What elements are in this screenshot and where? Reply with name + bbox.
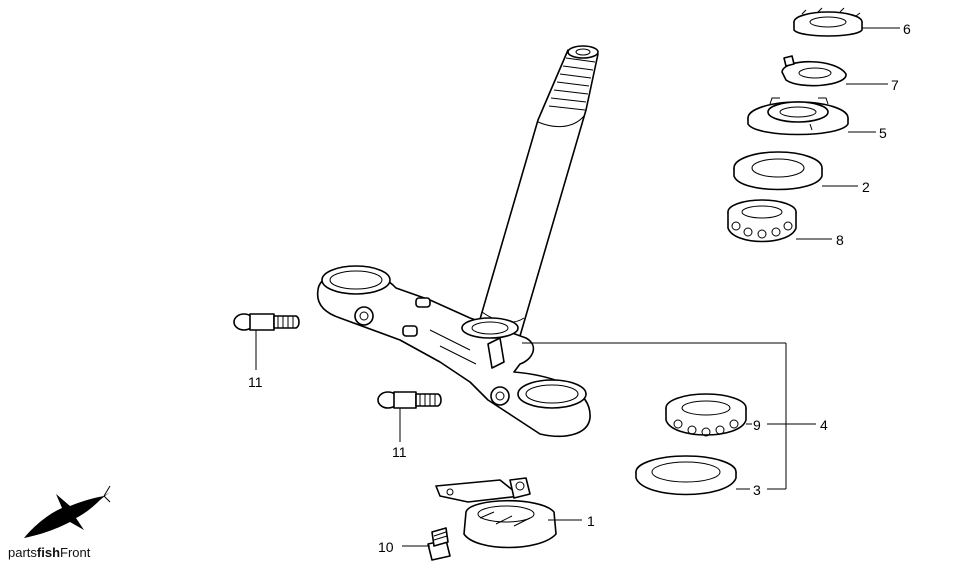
callout-9: 9 xyxy=(753,417,761,433)
steering-stem-assembly xyxy=(316,45,599,438)
lower-ball-bearing-9 xyxy=(665,393,747,437)
callout-10: 10 xyxy=(378,539,394,555)
upper-bearing-race-2 xyxy=(733,151,823,191)
callout-4: 4 xyxy=(820,417,828,433)
adjusting-nut-5 xyxy=(747,97,849,136)
swordfish-logo-icon xyxy=(24,485,111,538)
callout-11-lower: 11 xyxy=(392,444,407,460)
leader-lines xyxy=(255,27,900,547)
lock-washer-7 xyxy=(781,55,847,87)
lock-nut-6 xyxy=(793,7,863,37)
callout-5: 5 xyxy=(879,125,887,141)
callout-8: 8 xyxy=(836,232,844,248)
brake-hose-bracket-1 xyxy=(435,477,557,549)
brand-prefix: parts xyxy=(8,545,37,560)
callout-1: 1 xyxy=(587,513,595,529)
lower-bearing-race-3 xyxy=(635,455,737,496)
callout-3: 3 xyxy=(753,482,761,498)
brand-suffix: Front xyxy=(60,545,91,560)
callout-6: 6 xyxy=(903,21,911,37)
flange-bolt-11-upper xyxy=(233,313,300,331)
flange-bolt-10 xyxy=(427,527,451,561)
upper-ball-bearing-8 xyxy=(727,199,797,243)
callout-2: 2 xyxy=(862,179,870,195)
brand-footer: partsfishFront xyxy=(8,545,90,560)
callout-11-upper: 11 xyxy=(248,374,263,390)
brand-bold: fish xyxy=(36,545,61,560)
callout-7: 7 xyxy=(891,77,899,93)
flange-bolt-11-lower xyxy=(377,391,442,409)
